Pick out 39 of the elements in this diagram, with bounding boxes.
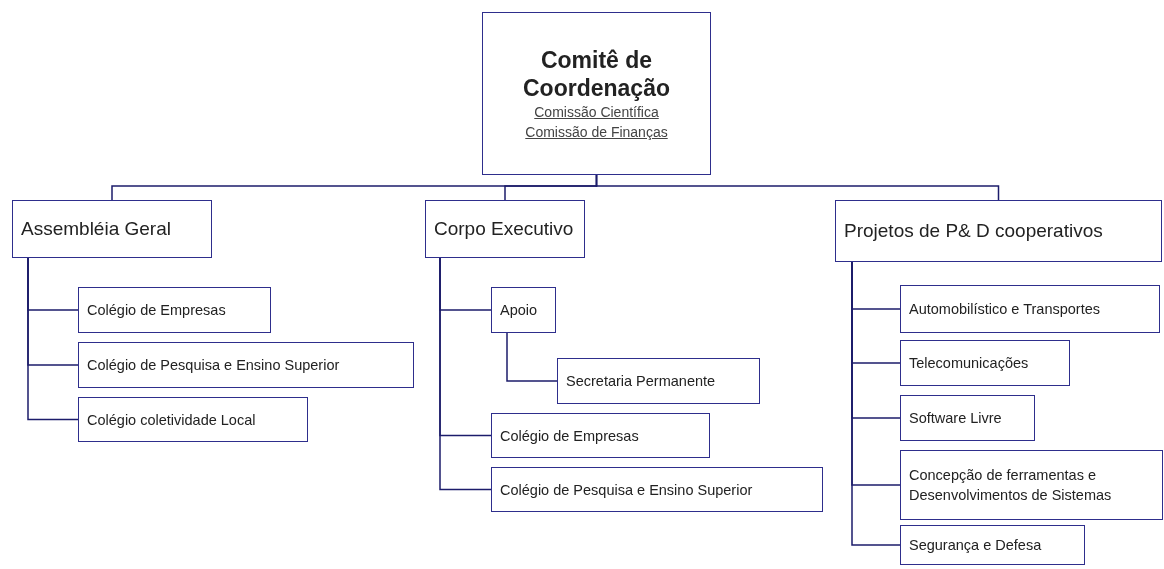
org-box [557, 358, 760, 404]
org-box [900, 525, 1085, 565]
box-label: Corpo Executivo [434, 217, 575, 241]
org-box [425, 200, 585, 258]
box-label: Secretaria Permanente [566, 372, 717, 391]
connector-line [595, 174, 1000, 201]
committee-title: Comitê de Coordenação [522, 45, 671, 102]
org-box [900, 340, 1070, 386]
org-box [78, 397, 308, 442]
connector-line [439, 257, 492, 491]
org-box [12, 200, 212, 258]
box-label: Software Livre [909, 409, 1003, 428]
org-box [78, 287, 271, 333]
connector-line [851, 261, 901, 546]
org-box [482, 12, 711, 175]
org-box [78, 342, 414, 388]
box-label: Segurança e Defesa [909, 536, 1043, 555]
connector-line [27, 257, 79, 421]
box-label: Apoio [500, 301, 539, 320]
box-label: Automobilístico e Transportes [909, 300, 1101, 319]
org-box [900, 285, 1160, 333]
box-label: Colégio de Empresas [500, 426, 640, 446]
org-box [491, 287, 556, 333]
box-label: Projetos de P& D cooperativos [844, 219, 1104, 243]
org-box [900, 450, 1163, 520]
org-box [491, 413, 710, 458]
org-box [900, 395, 1035, 441]
org-box [835, 200, 1162, 262]
org-box [491, 467, 823, 512]
box-label: Colégio de Pesquisa e Ensino Superior [500, 480, 754, 500]
box-label: Colégio de Pesquisa e Ensino Superior [87, 356, 341, 375]
box-label: Colégio coletividade Local [87, 410, 257, 430]
commission-name: Comissão de Finanças [525, 122, 668, 142]
box-label: Concepção de ferramentas e Desenvolvimentos de Sistemas [909, 466, 1113, 505]
box-label: Telecomunicações [909, 354, 1030, 373]
box-label: Assembléia Geral [21, 217, 172, 241]
commission-name: Comissão Científica [534, 102, 659, 122]
box-label: Colégio de Empresas [87, 301, 227, 320]
connector-line [506, 332, 558, 382]
